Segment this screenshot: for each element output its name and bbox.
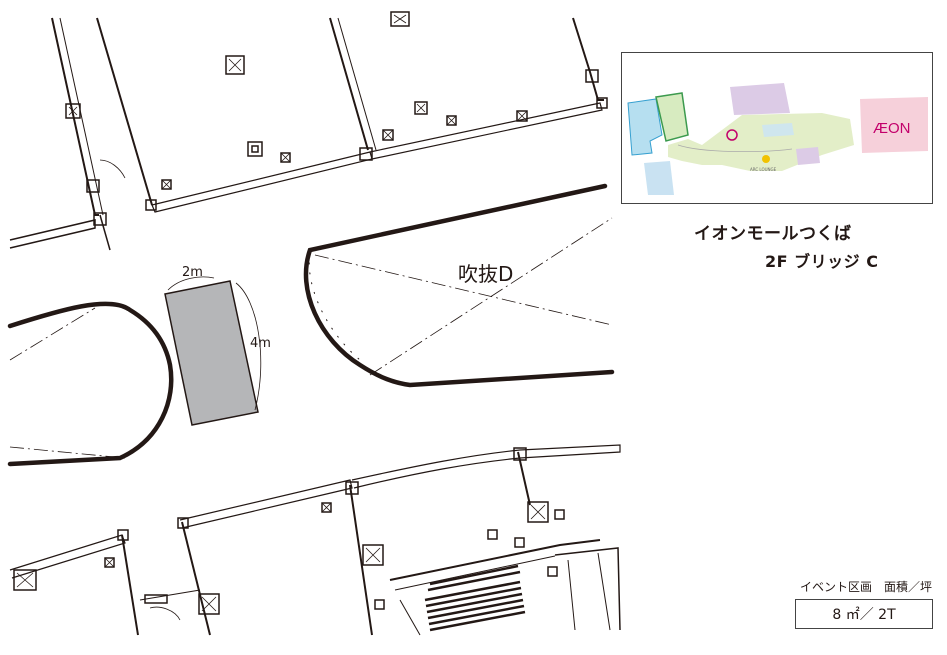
location-name: 2F ブリッジ C <box>765 252 879 271</box>
key-map: ÆON ARC LOUNGE <box>621 52 933 204</box>
location-marker <box>726 129 738 141</box>
column-markers-upper <box>65 11 528 193</box>
key-map-floor <box>627 83 928 195</box>
upper-left-building <box>9 17 608 251</box>
column-markers-lower <box>13 159 565 621</box>
area-heading: イベント区画 面積／坪 <box>800 580 933 594</box>
event-booth <box>164 276 262 426</box>
centre-lines <box>9 217 613 459</box>
lower-building <box>9 444 621 636</box>
booth-depth-label: 4m <box>250 336 271 351</box>
key-map-lounge: ARC LOUNGE <box>750 167 777 172</box>
area-value: 8 ㎡／ 2T <box>832 607 896 623</box>
key-map-logo: ÆON <box>873 120 911 137</box>
void-railing <box>7 183 615 467</box>
mall-name: イオンモールつくば <box>694 224 852 244</box>
area-value-box: 8 ㎡／ 2T <box>795 599 933 629</box>
staircase <box>399 564 526 636</box>
booth-width-label: 2m <box>182 265 203 280</box>
void-label: 吹抜D <box>458 262 514 286</box>
